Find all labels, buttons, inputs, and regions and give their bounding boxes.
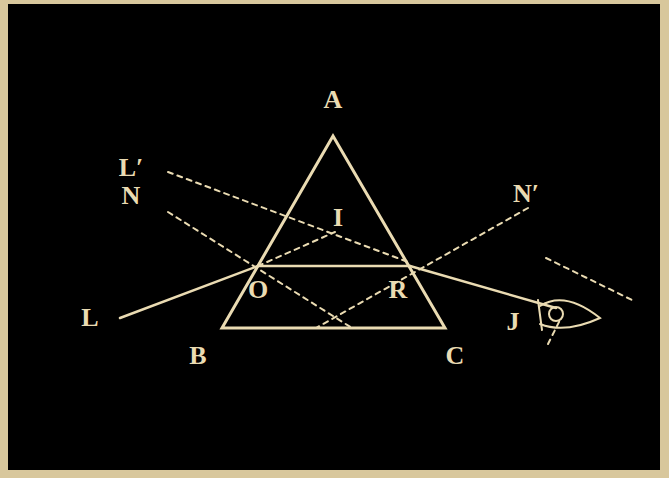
point-label: R: [389, 277, 408, 303]
eye-pupil: [549, 307, 563, 321]
point-label: N: [122, 183, 141, 209]
normal-o: [168, 212, 352, 328]
incident-ray: [120, 266, 258, 318]
virtual-ray: [168, 172, 408, 262]
background: [8, 4, 660, 470]
normal-r: [316, 208, 528, 328]
eye-symbol: [540, 300, 600, 328]
point-label: N′: [513, 181, 539, 207]
point-label: C: [446, 343, 465, 369]
point-label: L: [81, 305, 98, 331]
point-label: O: [248, 277, 268, 303]
point-label: L′: [119, 155, 144, 181]
eye-sight-line: [546, 258, 632, 300]
construction-line: [258, 232, 335, 266]
emergent-ray: [410, 266, 556, 308]
point-label: B: [189, 343, 206, 369]
point-label: A: [324, 87, 343, 113]
prism-triangle: [222, 136, 445, 328]
eye-sight-line: [548, 320, 560, 344]
refracted-ray: [258, 265, 410, 268]
point-label: J: [507, 309, 520, 335]
point-label: I: [333, 205, 343, 231]
eye-lid: [538, 300, 542, 330]
